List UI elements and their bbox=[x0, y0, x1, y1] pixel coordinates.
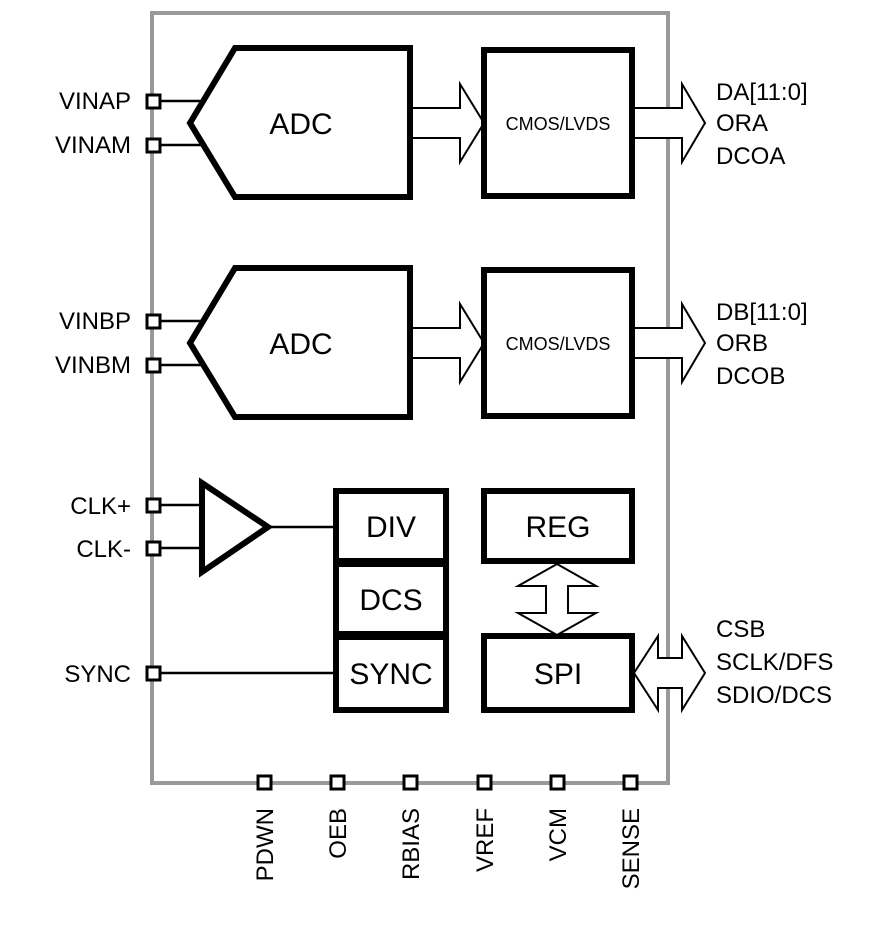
cmos-lvds-a-block bbox=[481, 47, 635, 199]
spi-block bbox=[481, 633, 635, 713]
clk-minus-pin bbox=[145, 540, 162, 557]
sync-block-label: SYNC bbox=[349, 658, 432, 691]
adc-b-block bbox=[186, 265, 413, 420]
vinbm-pin bbox=[145, 357, 162, 374]
adc-a-block bbox=[186, 45, 413, 200]
adc-a-label: ADC bbox=[269, 108, 332, 141]
output-b-arrow bbox=[633, 300, 707, 386]
spi-csb-label: CSB bbox=[716, 616, 765, 643]
clock-buffer-block bbox=[199, 477, 274, 578]
pdwn-pin bbox=[256, 774, 273, 791]
adc-b-to-cmos-arrow bbox=[411, 300, 486, 386]
sync-pin-label: SYNC bbox=[64, 661, 131, 688]
output-b-dco-label: DCOB bbox=[716, 363, 785, 390]
oeb-pin bbox=[329, 774, 346, 791]
vcm-pin bbox=[549, 774, 566, 791]
clk-plus-label: CLK+ bbox=[70, 493, 131, 520]
output-a-data-label: DA[11:0] bbox=[716, 79, 808, 106]
spi-sdio-label: SDIO/DCS bbox=[716, 682, 832, 709]
output-a-dco-label: DCOA bbox=[716, 143, 785, 170]
vinam-pin bbox=[145, 137, 162, 154]
spi-io-arrow bbox=[632, 632, 707, 714]
spi-label: SPI bbox=[534, 658, 582, 691]
oeb-label: OEB bbox=[325, 808, 352, 859]
div-label: DIV bbox=[366, 511, 416, 544]
clk-minus-label: CLK- bbox=[76, 536, 131, 563]
vref-pin bbox=[476, 774, 493, 791]
vinap-pin bbox=[145, 93, 162, 110]
clk-plus-pin bbox=[145, 497, 162, 514]
cmos-lvds-b-label: CMOS/LVDS bbox=[506, 334, 611, 354]
vinam-label: VINAM bbox=[55, 132, 131, 159]
vinbp-pin bbox=[145, 313, 162, 330]
vinbm-label: VINBM bbox=[55, 352, 131, 379]
sync-block bbox=[333, 634, 449, 713]
output-a-arrow bbox=[633, 80, 707, 166]
reg-label: REG bbox=[525, 511, 590, 544]
reg-block bbox=[481, 488, 635, 564]
adc-b-label: ADC bbox=[269, 328, 332, 361]
spi-sclk-label: SCLK/DFS bbox=[716, 649, 833, 676]
vinap-label: VINAP bbox=[59, 88, 131, 115]
dcs-label: DCS bbox=[359, 584, 422, 617]
sense-pin bbox=[622, 774, 639, 791]
sync-pin bbox=[145, 665, 162, 682]
sense-label: SENSE bbox=[618, 808, 645, 889]
output-b-data-label: DB[11:0] bbox=[716, 299, 808, 326]
cmos-lvds-a-label: CMOS/LVDS bbox=[506, 114, 611, 134]
rbias-label: RBIAS bbox=[398, 808, 425, 880]
reg-spi-arrow bbox=[514, 562, 600, 637]
rbias-pin bbox=[402, 774, 419, 791]
output-a-or-label: ORA bbox=[716, 110, 768, 137]
vinbp-label: VINBP bbox=[59, 308, 131, 335]
vcm-label: VCM bbox=[545, 808, 572, 861]
output-b-or-label: ORB bbox=[716, 330, 768, 357]
pdwn-label: PDWN bbox=[252, 808, 279, 881]
adc-a-to-cmos-arrow bbox=[411, 80, 486, 166]
cmos-lvds-b-block bbox=[481, 267, 635, 419]
vref-label: VREF bbox=[472, 808, 499, 872]
